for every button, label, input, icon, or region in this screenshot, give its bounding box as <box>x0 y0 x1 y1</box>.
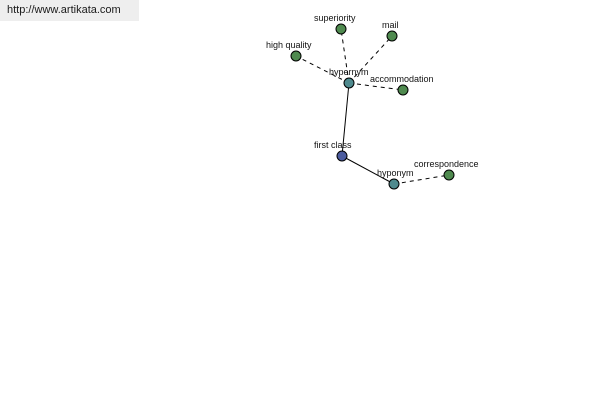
node-label-superiority[interactable]: superiority <box>314 13 356 23</box>
node-high-quality[interactable] <box>290 50 302 62</box>
node-label-hyponym[interactable]: hyponym <box>377 168 414 178</box>
edge-hypernym-to-high-quality <box>295 55 350 84</box>
node-mail[interactable] <box>386 30 398 42</box>
node-correspondence[interactable] <box>443 169 455 181</box>
labels-layer: first class hypernym hyponym superiority mai… <box>266 13 479 178</box>
node-accommodation[interactable] <box>397 84 409 96</box>
node-label-accommodation[interactable]: accommodation <box>370 74 434 84</box>
source-url[interactable]: http://www.artikata.com <box>0 0 139 21</box>
node-superiority[interactable] <box>335 23 347 35</box>
node-hyponym[interactable] <box>388 178 400 190</box>
edge-hypernym-to-mail <box>348 35 393 84</box>
edge-first-class-to-hyponym <box>341 155 395 185</box>
edge-hypernym-to-superiority <box>340 28 350 84</box>
edge-hypernym-to-accommodation <box>348 82 404 91</box>
nodes-layer <box>290 23 455 190</box>
node-hypernym[interactable] <box>343 77 355 89</box>
edge-first-class-to-hypernym <box>341 82 350 157</box>
node-label-high-quality[interactable]: high quality <box>266 40 312 50</box>
edge-hyponym-to-correspondence <box>393 174 450 185</box>
node-label-mail[interactable]: mail <box>382 20 399 30</box>
node-label-hypernym[interactable]: hypernym <box>329 67 369 77</box>
node-label-first-class[interactable]: first class <box>314 140 352 150</box>
node-first-class[interactable] <box>336 150 348 162</box>
node-label-correspondence[interactable]: correspondence <box>414 159 479 169</box>
edges-layer <box>295 28 450 185</box>
